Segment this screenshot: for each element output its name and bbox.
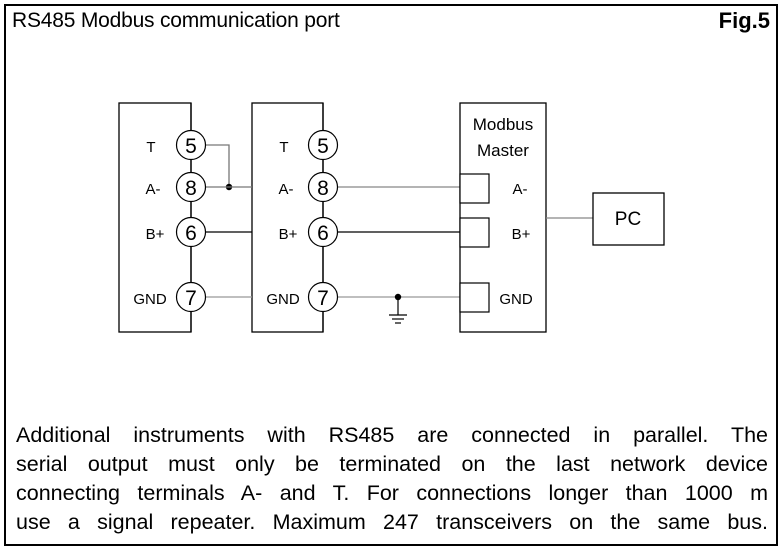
description-line: use a signal repeater. Maximum 247 trans…	[16, 510, 768, 534]
instrument-2-terminal-t: 5 T	[279, 129, 339, 161]
modbus-master: Modbus Master A- B+ GND	[459, 102, 547, 333]
terminal-label: T	[146, 139, 155, 156]
pc: PC	[592, 192, 665, 246]
pc-label: PC	[615, 209, 641, 230]
instrument-2-terminal-a: 8 A-	[279, 171, 339, 203]
terminal-number: 7	[185, 287, 197, 310]
terminal-number: 6	[185, 222, 197, 245]
terminal-circle	[307, 216, 339, 248]
master-port-a-label: A-	[513, 181, 528, 198]
master-port-gnd-label: GND	[499, 291, 533, 308]
terminal-number: 7	[317, 287, 329, 310]
instrument-1-terminal-gnd: 7 GND	[133, 281, 207, 313]
description-line: Additional instruments with RS485 are co…	[16, 423, 768, 447]
master-port-b-label: B+	[512, 226, 531, 243]
instrument-1-terminal-a: 8 A-	[146, 171, 207, 203]
pc-box	[592, 192, 665, 246]
master-title-line2: Master	[477, 141, 529, 160]
terminal-circle	[175, 171, 207, 203]
terminal-label: B+	[146, 226, 165, 243]
terminal-number: 8	[185, 177, 197, 200]
description-line: connecting terminals A- and T. For conne…	[16, 481, 768, 505]
terminal-label: A-	[279, 181, 294, 198]
instrument-2-terminal-gnd: 7 GND	[266, 281, 339, 313]
instrument-2-terminal-b: 6 B+	[279, 216, 339, 248]
instrument-1-terminal-b: 6 B+	[146, 216, 207, 248]
terminal-circle	[175, 129, 207, 161]
terminal-label: GND	[133, 291, 167, 308]
terminal-number: 6	[317, 222, 329, 245]
terminal-label: GND	[266, 291, 300, 308]
master-port-b	[459, 217, 490, 248]
master-port-a	[459, 173, 490, 204]
terminal-number: 8	[317, 177, 329, 200]
instrument-1-terminal-t: 5 T	[146, 129, 207, 161]
terminal-number: 5	[317, 135, 329, 158]
terminal-number: 5	[185, 135, 197, 158]
termination-jumper	[205, 144, 230, 187]
master-title-line1: Modbus	[473, 115, 533, 134]
terminal-circle	[307, 281, 339, 313]
terminal-label: A-	[146, 181, 161, 198]
terminal-label: B+	[279, 226, 298, 243]
terminal-circle	[307, 129, 339, 161]
description: Additional instruments with RS485 are co…	[16, 421, 768, 537]
figure-title: RS485 Modbus communication port	[12, 9, 340, 32]
ground-icon	[389, 297, 407, 324]
terminal-circle	[175, 281, 207, 313]
figure-number: Fig.5	[718, 8, 770, 33]
master-port-gnd	[459, 282, 490, 313]
description-line: serial output must only be terminated on…	[16, 452, 768, 476]
terminal-label: T	[279, 139, 288, 156]
terminal-circle	[175, 216, 207, 248]
figure-frame	[4, 4, 778, 546]
terminal-circle	[307, 171, 339, 203]
